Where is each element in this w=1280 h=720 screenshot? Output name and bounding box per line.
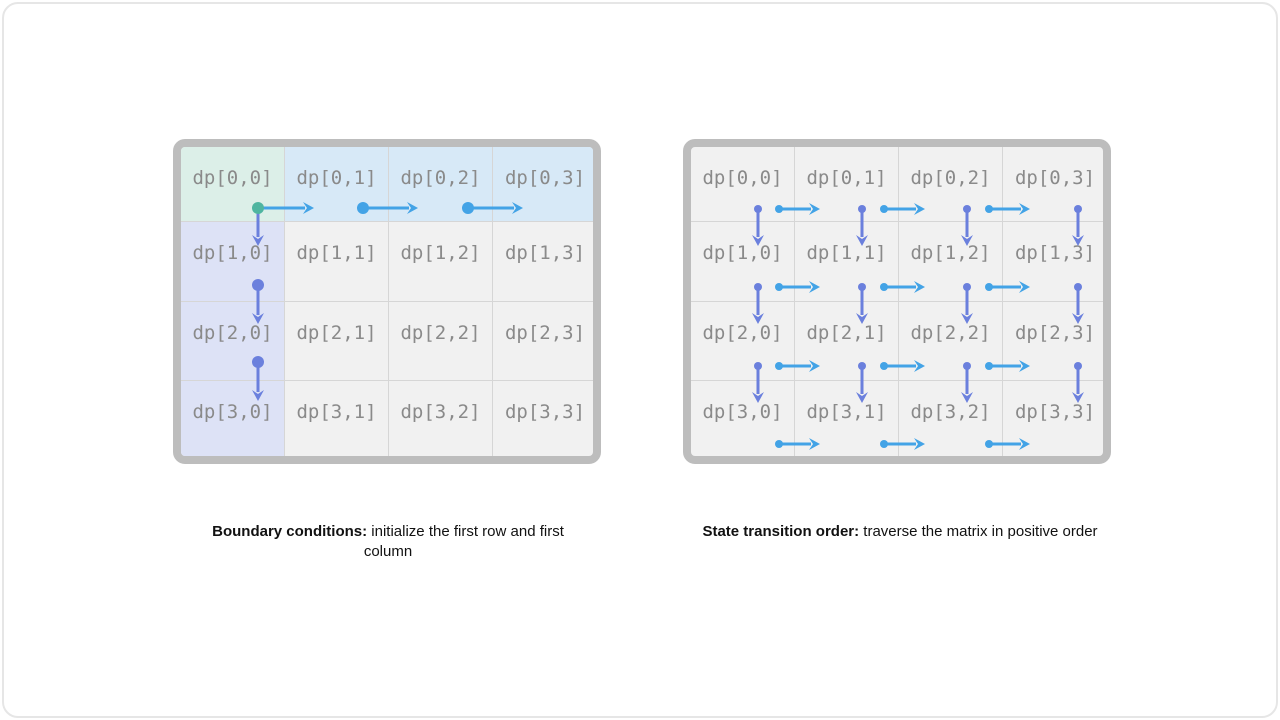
right_grid-cell-1-2: dp[1,2] [899, 222, 1003, 302]
left_grid-cell-1-2: dp[1,2] [389, 222, 493, 302]
left_grid-cell-3-2: dp[3,2] [389, 381, 493, 456]
right-caption-bold: State transition order: [702, 523, 860, 540]
right_grid-cell-2-3: dp[2,3] [1003, 302, 1103, 381]
right_grid-cell-0-3: dp[0,3] [1003, 147, 1103, 222]
left_grid-cell-1-0: dp[1,0] [181, 222, 285, 302]
left_grid-cell-0-3: dp[0,3] [493, 147, 593, 222]
left-caption-text: initialize the first row and first colum… [363, 523, 564, 560]
right_grid-cell-0-0: dp[0,0] [691, 147, 795, 222]
right_grid-cell-3-1: dp[3,1] [795, 381, 899, 456]
left_grid-cell-3-1: dp[3,1] [285, 381, 389, 456]
right-caption: State transition order: traverse the mat… [700, 522, 1100, 542]
left_grid-cell-3-0: dp[3,0] [181, 381, 285, 456]
right_grid-cell-0-1: dp[0,1] [795, 147, 899, 222]
left_grid-cell-1-3: dp[1,3] [493, 222, 593, 302]
left_grid-cell-2-3: dp[2,3] [493, 302, 593, 381]
right_grid-cell-1-3: dp[1,3] [1003, 222, 1103, 302]
right-caption-text: traverse the matrix in positive order [859, 523, 1098, 540]
right_grid-cell-2-1: dp[2,1] [795, 302, 899, 381]
state-transition-grid: dp[0,0]dp[0,1]dp[0,2]dp[0,3]dp[1,0]dp[1,… [683, 139, 1111, 464]
left_grid-cell-0-1: dp[0,1] [285, 147, 389, 222]
left_grid-cell-0-0: dp[0,0] [181, 147, 285, 222]
left_grid-cell-0-2: dp[0,2] [389, 147, 493, 222]
left_grid-cell-3-3: dp[3,3] [504, 401, 586, 423]
right_grid-cell-3-0: dp[3,0] [691, 381, 795, 456]
left-caption-bold: Boundary conditions: [212, 523, 368, 540]
right_grid-cell-2-2: dp[2,2] [899, 302, 1003, 381]
right_grid-cell-0-2: dp[0,2] [899, 147, 1003, 222]
right_grid-cell-3-3: dp[3,3] [1014, 401, 1096, 423]
left_grid-cell-2-1: dp[2,1] [285, 302, 389, 381]
left_grid-cell-1-1: dp[1,1] [285, 222, 389, 302]
left_grid-cell-2-0: dp[2,0] [181, 302, 285, 381]
right_grid-cell-2-0: dp[2,0] [691, 302, 795, 381]
left_grid-cell-2-2: dp[2,2] [389, 302, 493, 381]
right_grid-cell-3-2: dp[3,2] [899, 381, 1003, 456]
right_grid-cell-1-0: dp[1,0] [691, 222, 795, 302]
right_grid-cell-1-1: dp[1,1] [795, 222, 899, 302]
boundary-conditions-grid: dp[0,0]dp[0,1]dp[0,2]dp[0,3]dp[1,0]dp[1,… [173, 139, 601, 464]
left-caption: Boundary conditions: initialize the firs… [188, 522, 588, 562]
